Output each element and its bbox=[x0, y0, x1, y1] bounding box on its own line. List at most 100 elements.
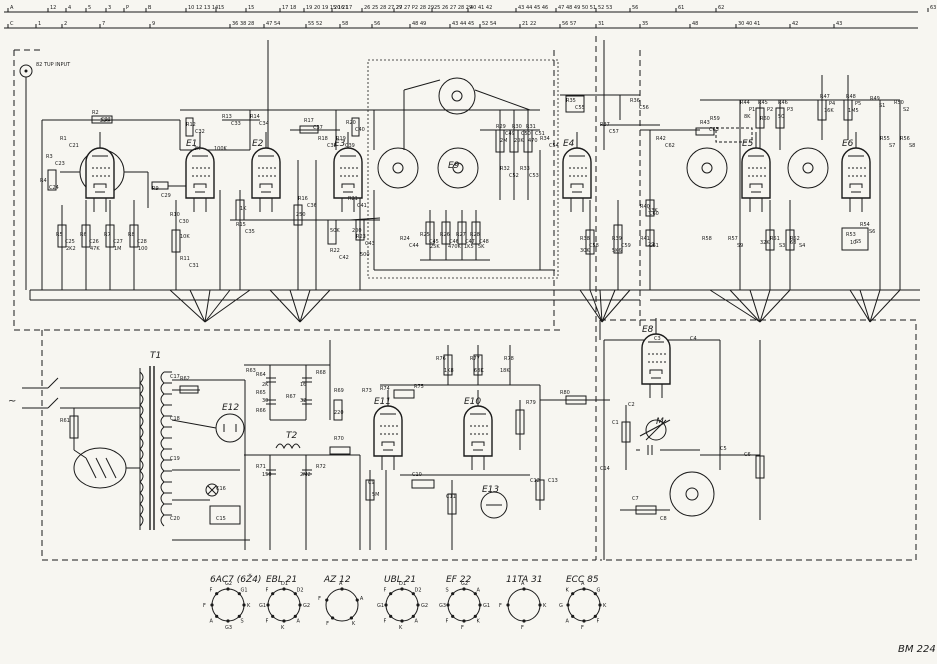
pin-label: A bbox=[339, 581, 343, 587]
component-ref: R80 bbox=[560, 390, 570, 396]
component-ref: R33 bbox=[520, 166, 530, 172]
component-ref: C59 bbox=[621, 243, 631, 249]
scale-top-label: 15 bbox=[248, 5, 254, 11]
component-ref: C58 bbox=[589, 243, 599, 249]
pin-label: A bbox=[521, 581, 525, 587]
pin-label: F bbox=[326, 621, 329, 627]
tube-label: E8 bbox=[642, 325, 654, 335]
component-ref: R3 bbox=[46, 154, 53, 160]
component-ref: R46 bbox=[778, 100, 788, 106]
value-label: 1M bbox=[114, 246, 122, 252]
pin-label: F bbox=[521, 625, 524, 631]
pin-label: D1 bbox=[399, 581, 406, 587]
tube-e8: E8 bbox=[641, 318, 671, 398]
component-ref: R17 bbox=[304, 118, 314, 124]
drawing-number: BM 224 bbox=[898, 644, 936, 655]
pin-label: K bbox=[281, 625, 285, 631]
value-label: 1K bbox=[240, 206, 247, 212]
value-label: 16 bbox=[300, 382, 306, 388]
component-ref: R70 bbox=[334, 436, 344, 442]
component-ref: R15 bbox=[236, 222, 246, 228]
component-ref: C8 bbox=[660, 516, 667, 522]
value-label: 470 bbox=[528, 138, 538, 144]
component-ref: C6 bbox=[744, 452, 751, 458]
value-label: 10K bbox=[180, 234, 190, 240]
component-ref: C30 bbox=[179, 219, 189, 225]
value-label: 2M2 bbox=[300, 472, 311, 478]
scale-bottom-label: 35 bbox=[642, 21, 648, 27]
component-ref: R11 bbox=[180, 256, 190, 262]
tube-label: E3 bbox=[334, 139, 346, 149]
tube-label: E11 bbox=[374, 397, 391, 407]
component-ref: C3 bbox=[654, 336, 661, 342]
meter-m-label: M bbox=[656, 417, 664, 427]
value-label: 1K8 bbox=[444, 368, 454, 374]
component-ref: R41 bbox=[640, 236, 650, 242]
component-ref: R49 bbox=[870, 96, 880, 102]
component-ref: P2 bbox=[767, 107, 773, 113]
component-ref: C10 bbox=[412, 472, 422, 478]
component-ref: C50 bbox=[521, 131, 531, 137]
scale-top-label: 17 18 bbox=[282, 5, 296, 11]
pin-label: D1 bbox=[281, 581, 288, 587]
pin-label: F bbox=[581, 625, 584, 631]
component-ref: C44 bbox=[409, 243, 419, 249]
component-ref: C20 bbox=[170, 516, 180, 522]
component-ref: R36 bbox=[630, 98, 640, 104]
pin-label: F bbox=[265, 587, 268, 593]
transformer-t1-label: T1 bbox=[150, 351, 161, 361]
component-ref: C61 bbox=[649, 243, 659, 249]
component-ref: C60 bbox=[649, 211, 659, 217]
component-ref: C9 bbox=[368, 480, 375, 486]
component-ref: S3 bbox=[779, 243, 785, 249]
scale-top-label: 43 44 45 46 bbox=[518, 5, 548, 11]
scale-top-label: 63 66 bbox=[930, 5, 937, 11]
pin-label: G bbox=[597, 587, 601, 593]
component-ref: C57 bbox=[609, 129, 619, 135]
pin-label: K bbox=[399, 625, 403, 631]
scale-top-label: 25 26 27 28 29 bbox=[434, 5, 472, 11]
component-ref: C21 bbox=[69, 143, 79, 149]
component-ref: C31 bbox=[189, 263, 199, 269]
value-label: 50K bbox=[330, 228, 340, 234]
component-ref: C4 bbox=[690, 336, 697, 342]
value-label: 47K bbox=[90, 246, 100, 252]
component-ref: R67 bbox=[286, 394, 296, 400]
scale-bottom-label: C bbox=[10, 21, 14, 27]
value-label: 100K bbox=[214, 146, 228, 152]
component-ref: R78 bbox=[504, 356, 514, 362]
pin-label: G bbox=[559, 603, 563, 609]
scale-bottom-label: 30 40 41 bbox=[738, 21, 760, 27]
scale-top-label: 52 53 bbox=[598, 5, 612, 11]
component-ref: R18 bbox=[318, 136, 328, 142]
tube-e13-label: E13 bbox=[482, 485, 499, 495]
component-ref: R65 bbox=[256, 390, 266, 396]
pin-label: A bbox=[360, 596, 364, 602]
value-label: 2K bbox=[262, 382, 269, 388]
pin-label: A bbox=[477, 587, 481, 593]
scale-top-label: P bbox=[126, 5, 129, 11]
component-ref: R51 bbox=[770, 236, 780, 242]
pin-label: F bbox=[499, 603, 502, 609]
value-label: 5K6 bbox=[612, 248, 622, 254]
pin-label: S bbox=[241, 619, 244, 625]
value-label: 18K bbox=[500, 368, 510, 374]
pin-label: G1 bbox=[377, 603, 384, 609]
input-label: 82 TUP INPUT bbox=[36, 62, 71, 68]
value-label: 10 bbox=[850, 240, 856, 246]
base-type-label: ECC 85 bbox=[566, 575, 599, 585]
pin-label: D2 bbox=[415, 587, 422, 593]
pin-label: G2 bbox=[421, 603, 428, 609]
pin-label: A bbox=[565, 619, 569, 625]
pin-label: K bbox=[543, 603, 547, 609]
pin-label: K bbox=[477, 619, 481, 625]
component-ref: R59 bbox=[710, 116, 720, 122]
component-ref: R71 bbox=[256, 464, 266, 470]
scale-top-label: 19 20 19 15 16 17 bbox=[306, 5, 352, 11]
value-label: 470K bbox=[448, 244, 462, 250]
tube-e9-label: E9 bbox=[448, 161, 460, 171]
component-ref: R72 bbox=[316, 464, 326, 470]
